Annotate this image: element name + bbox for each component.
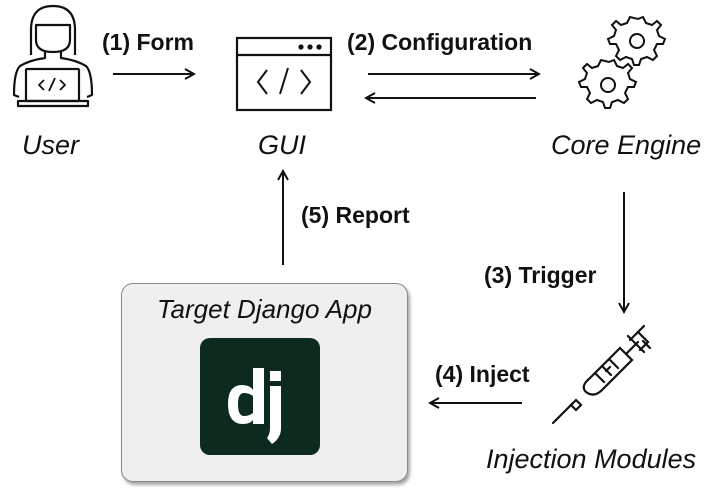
edge-label-configuration: (2) Configuration xyxy=(347,29,533,55)
user-laptop-icon xyxy=(12,4,94,108)
django-logo xyxy=(200,338,320,455)
node-label-core-engine: Core Engine xyxy=(551,130,702,160)
edge-label-inject: (4) Inject xyxy=(435,361,530,387)
node-label-injection-modules: Injection Modules xyxy=(486,444,697,474)
edge-label-trigger: (3) Trigger xyxy=(484,262,597,288)
syringe-icon xyxy=(551,324,652,425)
gears-icon xyxy=(577,15,667,109)
target-app-title: Target Django App xyxy=(157,294,372,324)
edge-label-form: (1) Form xyxy=(102,29,194,55)
django-logo-glyph xyxy=(228,368,281,444)
code-window-icon xyxy=(235,36,333,112)
edge-label-report: (5) Report xyxy=(301,202,410,228)
node-label-user: User xyxy=(22,130,80,160)
node-label-gui: GUI xyxy=(258,130,307,160)
